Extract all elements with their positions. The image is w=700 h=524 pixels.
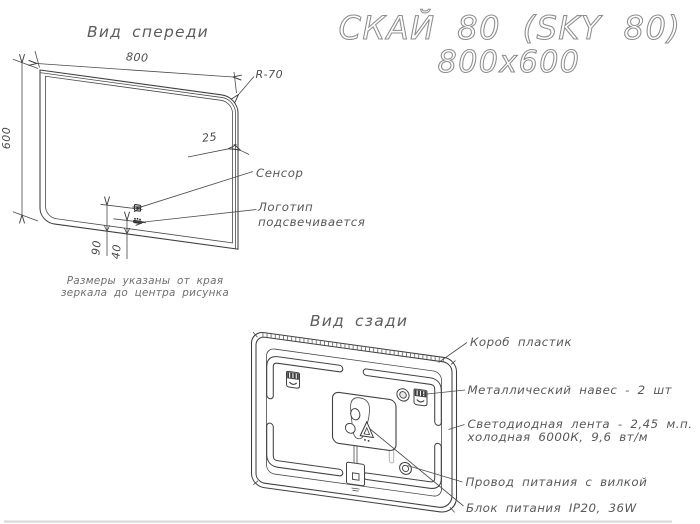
led-channel-top-right	[363, 369, 441, 425]
radius-label: R-70	[256, 68, 284, 81]
backplate	[250, 331, 458, 513]
mirror-inner-frame	[45, 75, 233, 244]
leader-logo	[144, 209, 257, 223]
connector-block	[346, 445, 365, 492]
logo-label-line2: подсвечивается	[258, 215, 365, 229]
front-view-drawing: 600 800 R-70 25 90	[0, 50, 365, 299]
cord-label: Провод питания с вилкой	[466, 475, 648, 489]
sensor-label: Сенсор	[256, 166, 303, 180]
front-view-heading: Вид спереди	[87, 23, 209, 41]
dim-radius: R-70	[239, 68, 284, 95]
mirror-outline	[39, 69, 239, 250]
dim-600-label: 600	[0, 127, 13, 150]
washer	[396, 388, 410, 402]
note-line1: Размеры указаны от края	[67, 275, 224, 287]
box-label: Короб пластик	[470, 335, 572, 349]
dim-40: 40	[109, 219, 147, 260]
leader-box	[438, 342, 468, 363]
psu-label: Блок питания IP20, 36W	[466, 501, 638, 515]
logo-mark	[133, 217, 142, 224]
leader-hanger	[422, 389, 466, 395]
dim-25: 25	[187, 130, 250, 158]
dim-800-label: 800	[126, 50, 149, 65]
hanger-clip-left	[286, 370, 300, 389]
power-box	[331, 391, 397, 452]
leader-led	[448, 424, 465, 430]
led-channel-bottom-left	[267, 423, 343, 476]
led-channels	[266, 356, 442, 489]
back-view-drawing: Короб пластик Металлический навес - 2 шт…	[250, 331, 693, 515]
cable-gland	[399, 461, 412, 475]
dim-90-label: 90	[89, 239, 103, 255]
logo-label-line1: Логотип	[257, 200, 313, 214]
product-title: СКАЙ 80 (SKY 80)	[339, 9, 682, 47]
dim-800: 800	[35, 50, 237, 94]
dim-40-label: 40	[109, 243, 123, 259]
led-label-line1: Светодиодная лента - 2,45 м.п.	[468, 417, 693, 431]
hanger-label: Металлический навес - 2 шт	[468, 383, 673, 397]
note-line2: зеркала до центра рисунка	[61, 287, 229, 299]
backplate-face	[255, 336, 453, 508]
led-label-line2: холодная 6000К, 9,6 вт/м	[467, 430, 649, 444]
dim-600: 600	[0, 59, 39, 221]
bottom-crop-strip	[4, 520, 672, 523]
backplate-casing	[250, 332, 458, 513]
leader-psu	[369, 428, 464, 507]
leader-cord	[407, 465, 463, 483]
sensor-mark	[134, 204, 141, 212]
leader-sensor	[142, 171, 254, 207]
product-size: 800x600	[438, 45, 581, 80]
hanger-clip-right	[413, 388, 428, 407]
led-channel-top-left	[267, 357, 343, 399]
offset-25-label: 25	[201, 130, 217, 145]
casing-edge-hatch	[262, 332, 445, 362]
plug-icon	[359, 420, 375, 439]
back-view-heading: Вид сзади	[310, 312, 408, 330]
